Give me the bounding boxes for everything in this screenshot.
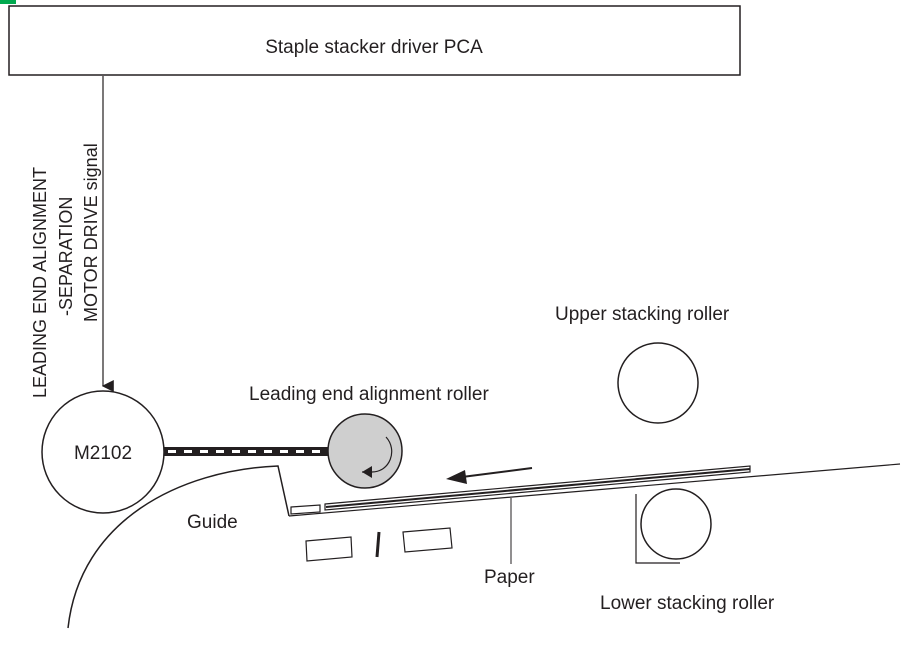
- signal-label-line1: LEADING END ALIGNMENT: [30, 167, 50, 398]
- signal-label-line3: MOTOR DRIVE signal: [81, 143, 101, 322]
- motor-label: M2102: [74, 443, 132, 464]
- label-lower-stacking-roller: Lower stacking roller: [600, 593, 775, 614]
- label-upper-stacking-roller: Upper stacking roller: [555, 304, 730, 325]
- lower-roller-bracket: [635, 494, 680, 564]
- label-paper: Paper: [484, 567, 535, 588]
- figure-caption-bar: [0, 0, 16, 4]
- motor-m2102: M2102: [41, 390, 165, 514]
- paper-stopper: [290, 504, 321, 515]
- lower-guide-plate: [288, 463, 901, 517]
- rotation-arrow-icon: [362, 436, 393, 473]
- drive-shaft: [164, 447, 330, 456]
- guide: [67, 465, 290, 629]
- feed-direction-arrow: [446, 467, 533, 484]
- upper-stacking-roller: [617, 342, 699, 424]
- sensor-parts: [305, 527, 453, 562]
- leading-end-alignment-roller: [327, 413, 403, 489]
- signal-label: LEADING END ALIGNMENT -SEPARATION MOTOR …: [30, 143, 101, 398]
- lower-stacking-roller: [640, 488, 712, 560]
- label-leading-end-alignment-roller: Leading end alignment roller: [249, 384, 489, 405]
- paper-sheet: [324, 465, 751, 511]
- signal-label-line2: -SEPARATION: [56, 197, 76, 316]
- pca-label: Staple stacker driver PCA: [265, 37, 483, 58]
- pca-box: Staple stacker driver PCA: [8, 5, 741, 76]
- label-guide: Guide: [187, 512, 238, 533]
